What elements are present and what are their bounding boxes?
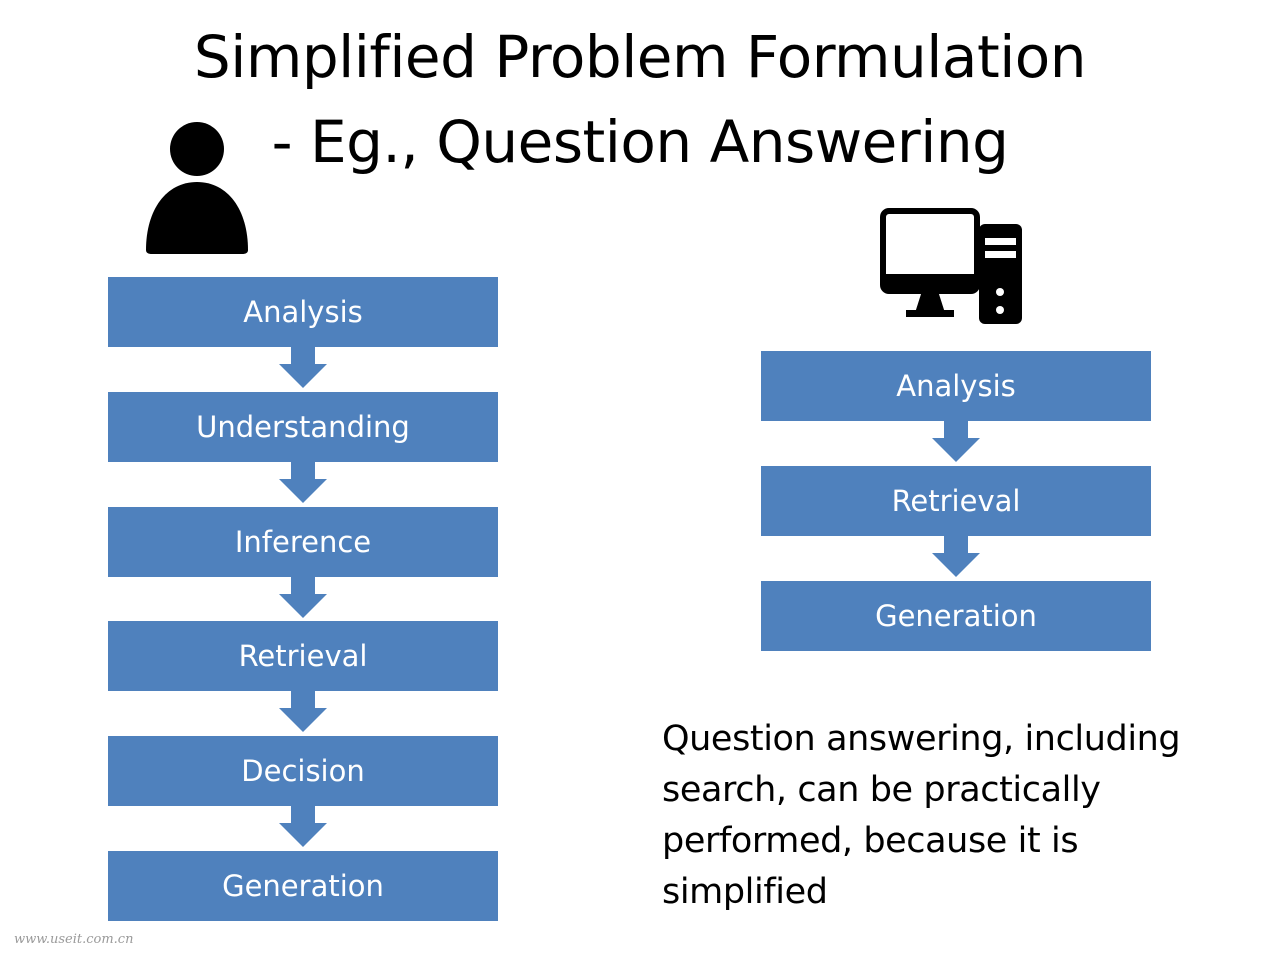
down-arrow-icon [932,535,980,578]
slide-title-line-1: Simplified Problem Formulation [193,23,1087,91]
human-step-retrieval: Retrieval [108,621,498,692]
caption-text: Question answering, including search, ca… [662,719,1181,912]
computer-icon [880,208,1022,324]
machine-step-generation: Generation [761,580,1151,651]
machine-step-analysis: Analysis [761,351,1151,421]
machine-step-retrieval: Retrieval [761,465,1151,536]
human-step-generation: Generation [108,851,498,921]
human-step-decision: Decision [108,736,498,807]
down-arrow-icon [279,806,327,848]
down-arrow-icon [279,576,327,619]
down-arrow-icon [279,461,327,504]
human-step-inference: Inference [108,506,498,577]
down-arrow-icon [279,347,327,389]
watermark: www.useit.com.cn [14,932,134,947]
human-step-understanding: Understanding [108,391,498,462]
down-arrow-icon [279,691,327,733]
human-step-analysis: Analysis [108,277,498,347]
slide-title-line-2: - Eg., Question Answering [271,108,1009,176]
down-arrow-icon [932,421,980,463]
person-icon [146,122,248,254]
